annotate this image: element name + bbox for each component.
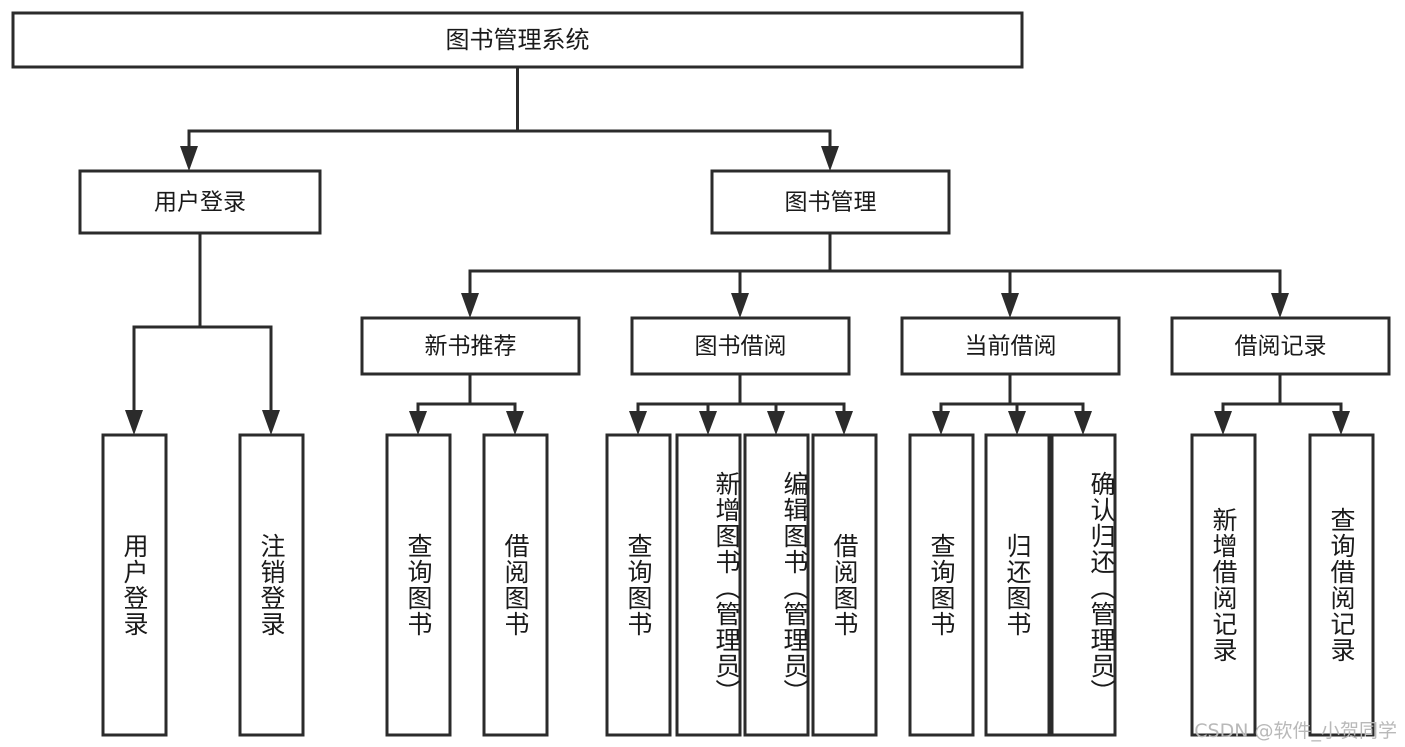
node-new-book-recommend[interactable]: 新书推荐 [360,316,581,376]
node-book-borrow[interactable]: 图书借阅 [630,316,851,376]
node-borrow-record[interactable]: 借阅记录 [1170,316,1391,376]
connector-currentborrow-to-leaves [932,372,1092,435]
arrow-head-icon [1214,411,1232,435]
arrow-head-icon [1008,411,1026,435]
connector-bookmanage-to-level3 [461,231,1289,318]
leaf-box-query-book-2[interactable] [605,433,672,737]
leaf-box-query-book-1[interactable] [385,433,452,737]
arrow-head-icon [1001,293,1019,318]
connector-newbook-to-leaves [409,372,524,435]
node-root[interactable]: 图书管理系统 [11,11,1024,69]
arrow-head-icon [506,411,524,435]
leaf-box-query-record[interactable] [1308,433,1375,737]
connector-bookborrow-to-leaves [629,372,853,435]
node-user-login-label: 用户登录 [154,190,246,216]
arrow-head-icon [1074,411,1092,435]
node-book-manage[interactable]: 图书管理 [710,169,951,235]
arrow-head-icon [699,411,717,435]
node-book-borrow-label: 图书借阅 [695,334,787,360]
node-new-book-recommend-label: 新书推荐 [425,334,517,360]
leaf-box-user-login[interactable] [101,433,168,737]
node-borrow-record-label: 借阅记录 [1235,334,1327,360]
arrow-head-icon [932,411,950,435]
leaf-box-confirm-return[interactable] [1050,433,1117,737]
leaf-box-add-record[interactable] [1190,433,1257,737]
leaf-box-return-book[interactable] [984,433,1051,737]
leaf-box-logout[interactable] [238,433,305,737]
leaf-box-add-book[interactable] [675,433,742,737]
leaf-box-query-book-3[interactable] [908,433,975,737]
node-book-manage-label: 图书管理 [785,190,877,216]
arrow-head-icon [731,293,749,318]
node-user-login[interactable]: 用户登录 [78,169,322,235]
leaf-box-borrow-book-2[interactable] [811,433,878,737]
arrow-head-icon [461,293,479,318]
connector-borrowrecord-to-leaves [1214,372,1350,435]
arrow-head-icon [835,411,853,435]
arrow-head-icon [262,410,280,435]
node-current-borrow-label: 当前借阅 [965,334,1057,360]
leaf-box-edit-book[interactable] [743,433,810,737]
arrow-head-icon [629,411,647,435]
arrow-head-icon [409,411,427,435]
connector-userlogin-to-leaves [125,231,280,435]
node-root-label: 图书管理系统 [446,26,590,54]
node-current-borrow[interactable]: 当前借阅 [900,316,1121,376]
connector-root-to-level2 [180,65,839,171]
leaf-boxes [101,433,1375,737]
arrow-head-icon [1271,293,1289,318]
arrow-head-icon [180,146,198,171]
csdn-watermark: CSDN @软件_小贺同学 [1194,720,1397,742]
arrow-head-icon [125,410,143,435]
leaf-box-borrow-book-1[interactable] [482,433,549,737]
arrow-head-icon [821,146,839,171]
arrow-head-icon [1332,411,1350,435]
arrow-head-icon [767,411,785,435]
